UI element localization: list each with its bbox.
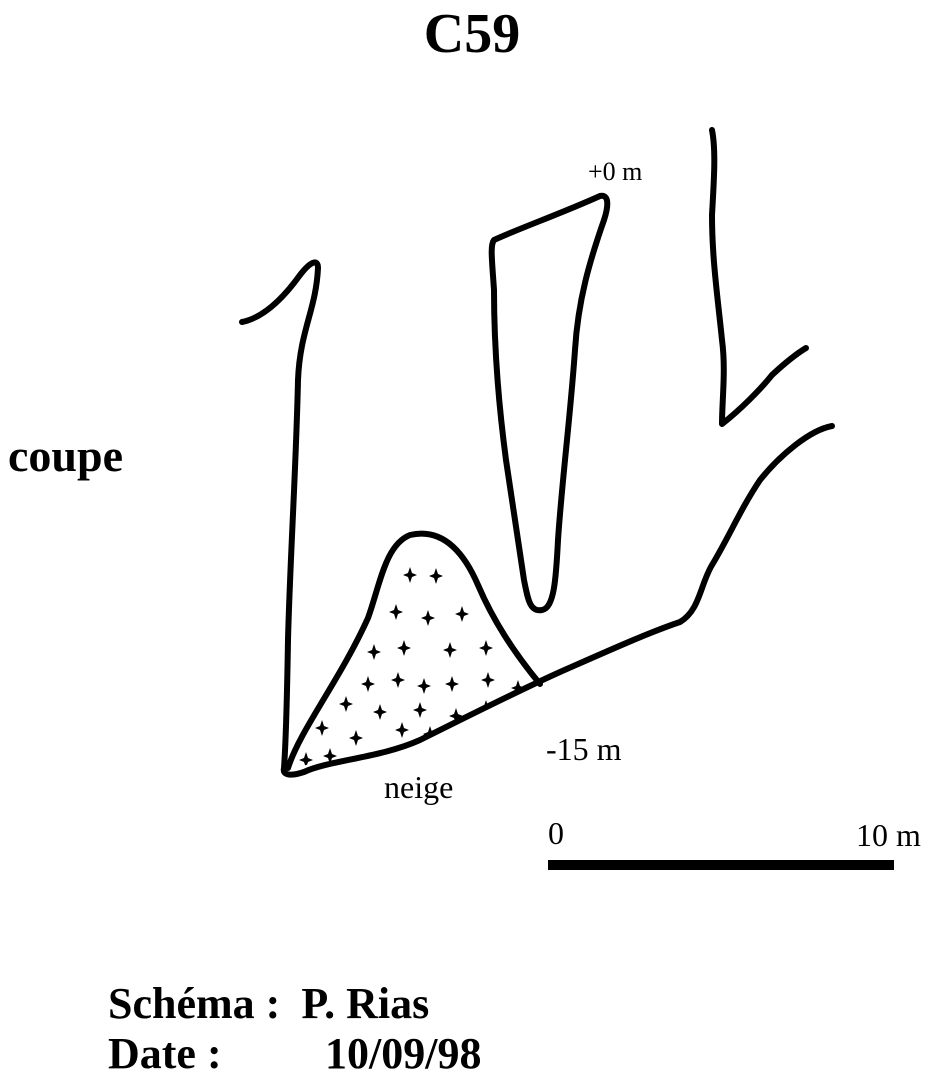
snow-dot <box>481 672 495 688</box>
snow-dot <box>445 676 459 692</box>
view-type-label: coupe <box>8 430 123 481</box>
snow-cone-outline <box>285 530 543 771</box>
snow-dot <box>323 748 337 764</box>
snow-dot <box>315 720 329 736</box>
snow-dot <box>449 708 463 724</box>
snow-pattern <box>299 567 525 768</box>
snow-dot <box>455 606 469 622</box>
snow-dot <box>423 726 437 742</box>
snow-dot <box>511 680 525 696</box>
date-key: Date : <box>108 1029 222 1078</box>
left-wall-outline <box>239 259 321 778</box>
snow-dot <box>367 644 381 660</box>
snow-dot <box>397 640 411 656</box>
scale-end-label: 10 m <box>856 817 921 853</box>
author-value: P. Rias <box>301 979 430 1028</box>
date-line: Date : 10/09/98 <box>108 1030 481 1078</box>
right-wall-outline <box>709 127 809 427</box>
cave-floor-outline <box>301 423 835 775</box>
snow-label: neige <box>384 769 454 805</box>
snow-dot <box>349 730 363 746</box>
snow-dot <box>479 640 493 656</box>
date-value: 10/09/98 <box>325 1029 482 1078</box>
snow-dot <box>391 672 405 688</box>
cave-title: C59 <box>423 3 521 65</box>
snow-dot <box>403 567 417 583</box>
snow-dot <box>389 604 403 620</box>
snow-dot <box>299 752 313 768</box>
depth-label-bottom: -15 m <box>546 731 622 767</box>
depth-label-top: +0 m <box>588 157 643 186</box>
scale-start-label: 0 <box>548 815 564 851</box>
snow-dot <box>429 568 443 584</box>
author-key: Schéma : <box>108 979 281 1028</box>
snow-dot <box>443 642 457 658</box>
snow-dot <box>361 676 375 692</box>
snow-dot <box>413 702 427 718</box>
snow-dot <box>421 610 435 626</box>
snow-dot <box>373 704 387 720</box>
author-line: Schéma : P. Rias <box>108 980 429 1028</box>
snow-dot <box>339 696 353 712</box>
snow-dot <box>417 678 431 694</box>
snow-dot <box>395 722 409 738</box>
scale-bar <box>548 860 894 870</box>
rock-pillar-outline <box>488 192 611 614</box>
